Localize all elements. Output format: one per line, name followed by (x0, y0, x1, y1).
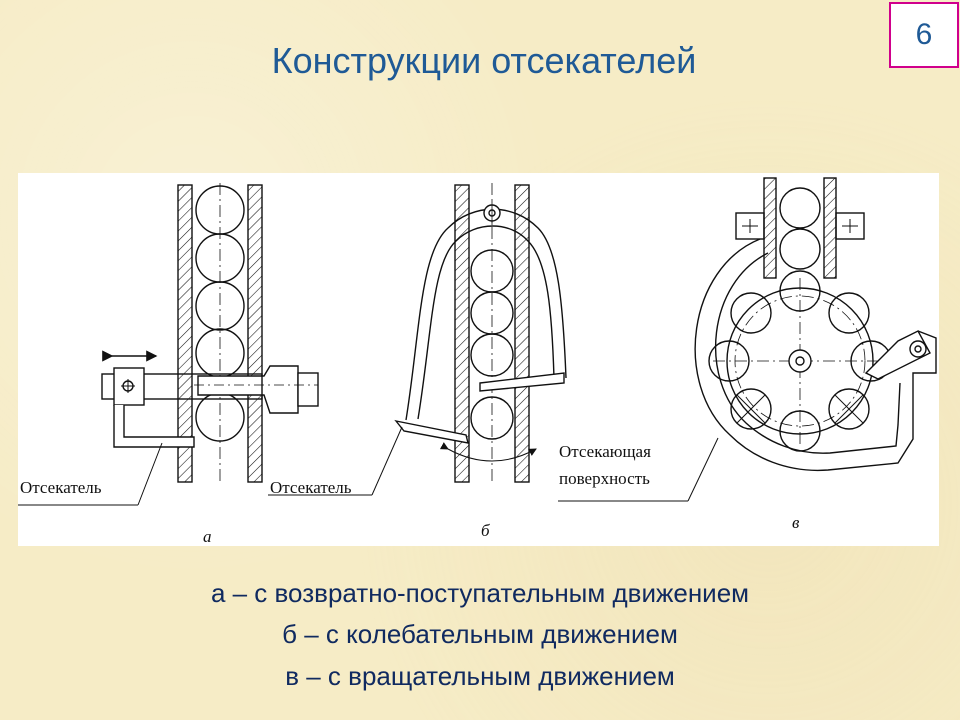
variant-v-drawing (558, 177, 937, 502)
letter-a: а (203, 527, 212, 546)
chute-wall-left-b (454, 184, 470, 483)
label-cutoff-a: Отсекатель (20, 478, 102, 497)
chute-wall-right (247, 184, 263, 483)
page-number: 6 (889, 2, 959, 68)
balls-a (195, 185, 245, 442)
variant-a-drawing (18, 183, 319, 506)
label-cutoff-surface-line2: поверхность (559, 469, 650, 488)
chute-wall-left (177, 184, 193, 483)
chute-wall-right-v (823, 177, 837, 279)
caption-b: б – с колебательным движением (282, 619, 678, 649)
variant-b-drawing (268, 183, 567, 496)
balls-b (470, 249, 514, 440)
slide-title: Конструкции отсекателей (271, 40, 697, 81)
caption-v: в – с вращательным движением (285, 661, 675, 691)
letter-v: в (792, 513, 800, 532)
label-cutoff-surface-line1: Отсекающая (559, 442, 651, 461)
letter-b: б (481, 521, 490, 540)
diagram-panel: Отсекатель а (18, 173, 939, 546)
label-cutoff-b: Отсекатель (270, 478, 352, 497)
balls-v-top (779, 187, 821, 270)
cutoff-designs-diagram: Отсекатель а (18, 177, 937, 546)
chute-wall-left-v (763, 177, 777, 279)
caption-a: а – с возвратно-поступательным движением (210, 578, 750, 608)
chute-wall-right-b (514, 184, 530, 483)
